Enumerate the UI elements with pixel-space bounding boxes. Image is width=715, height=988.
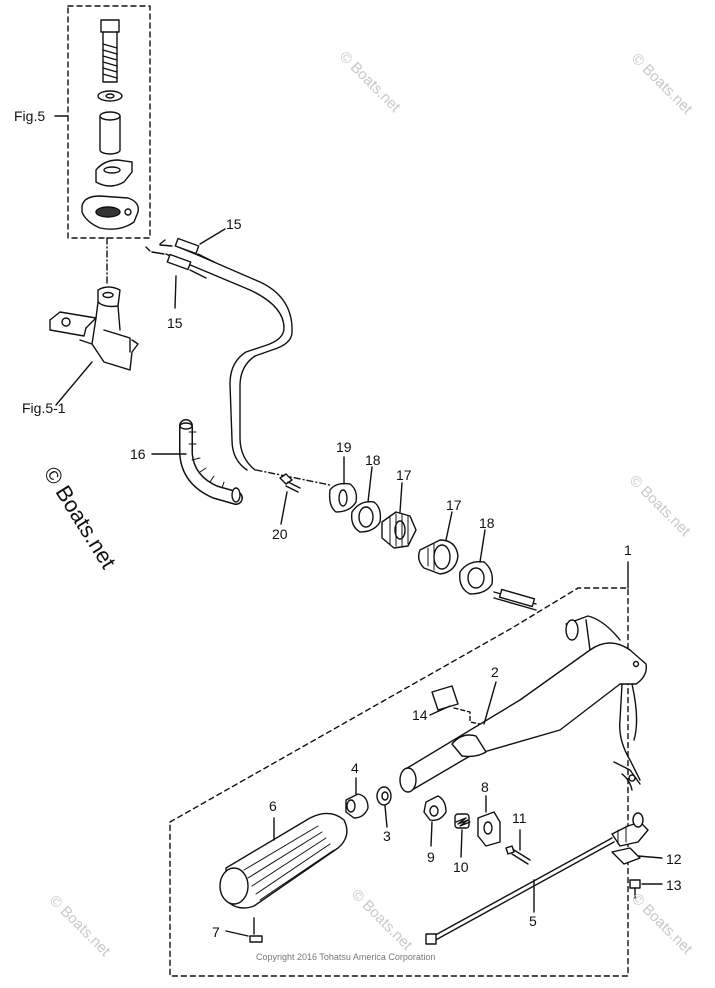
fig5-washer	[97, 90, 123, 102]
callout-13: 13	[666, 877, 682, 893]
tiller-arm-2	[399, 615, 647, 793]
arm-end-parts	[613, 761, 641, 791]
c12-leader	[637, 855, 663, 859]
callout-2: 2	[491, 664, 499, 680]
callout-10: 10	[453, 859, 469, 875]
part-19	[328, 482, 358, 513]
callout-5: 5	[529, 913, 537, 929]
screw-7	[249, 917, 263, 943]
fig5-collar	[95, 159, 133, 187]
c20-leader	[280, 491, 288, 525]
fig5-label: Fig.5	[14, 108, 46, 124]
callout-11: 11	[512, 810, 527, 826]
part-9	[423, 795, 447, 822]
c9-leader	[430, 821, 433, 847]
callout-17b: 17	[446, 497, 462, 513]
screw-20	[279, 473, 301, 493]
c17b-leader	[445, 511, 453, 541]
screw-13	[629, 879, 641, 899]
pins	[493, 588, 537, 611]
fig5-friction-plate	[81, 195, 139, 230]
part-4	[345, 793, 369, 819]
fig5-sleeve	[99, 111, 121, 155]
hose-16	[179, 419, 243, 505]
decal-14	[431, 685, 481, 725]
part-18a	[350, 501, 382, 533]
callout-8: 8	[481, 779, 489, 795]
c14-leader	[429, 705, 451, 716]
group-1-outline	[169, 587, 629, 977]
c7-leader	[225, 930, 249, 937]
part-18b	[459, 561, 494, 595]
c17a-leader	[399, 482, 403, 513]
part-8	[477, 811, 501, 847]
part-3	[376, 786, 392, 806]
copyright-notice: Copyright 2016 Tohatsu America Corporati…	[256, 952, 436, 962]
c18a-leader	[367, 466, 373, 503]
callout-17a: 17	[396, 467, 412, 483]
callout-3: 3	[383, 828, 391, 844]
part-17b	[417, 539, 459, 575]
callout-18b: 18	[479, 515, 495, 531]
c10-leader	[460, 829, 463, 858]
c15a-leader	[199, 228, 226, 245]
callout-19: 19	[336, 439, 352, 455]
callout-6: 6	[269, 798, 277, 814]
fig5-1-bracket	[49, 286, 139, 371]
part-17a	[381, 511, 417, 549]
callout-16: 16	[130, 446, 146, 462]
callout-12: 12	[666, 851, 682, 867]
callout-9: 9	[427, 849, 435, 865]
grip-6	[219, 812, 348, 909]
cable-5	[425, 812, 649, 945]
callout-15a: 15	[226, 216, 242, 232]
callout-20: 20	[272, 526, 288, 542]
bolt-11	[505, 845, 531, 865]
callout-7: 7	[212, 924, 220, 940]
c3-leader	[384, 805, 388, 828]
throttle-shift-cables	[145, 237, 331, 486]
callout-4: 4	[351, 760, 359, 776]
fig5-bolt	[100, 19, 120, 83]
callout-14: 14	[412, 707, 428, 723]
clip-12	[611, 847, 641, 865]
spring-10	[454, 813, 471, 829]
callout-1: 1	[624, 542, 632, 558]
callout-15b: 15	[167, 315, 183, 331]
callout-18a: 18	[365, 452, 381, 468]
c2-leader	[483, 681, 497, 725]
c18b-leader	[479, 529, 486, 563]
c15b-leader	[174, 275, 177, 309]
fig5-dashed-box	[67, 5, 151, 239]
fig5-1-label: Fig.5-1	[22, 400, 66, 416]
fig5-1-leader	[55, 361, 93, 406]
